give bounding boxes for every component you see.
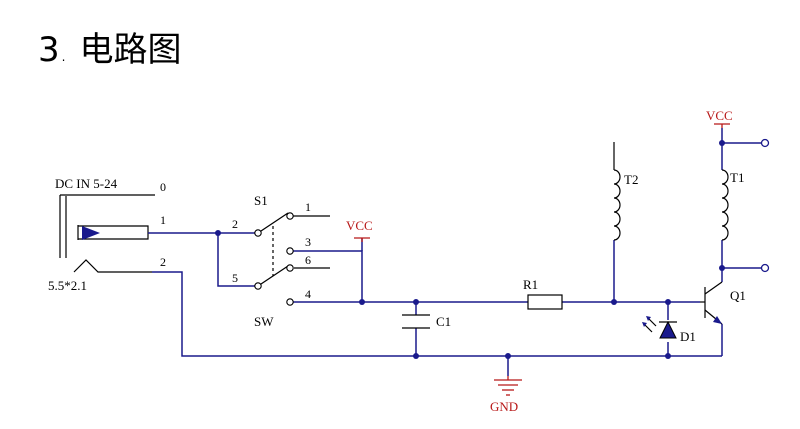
- coil-t2-label: T2: [624, 172, 638, 187]
- capacitor-c1: [402, 314, 430, 329]
- ground-label: GND: [490, 399, 518, 414]
- junction: [413, 353, 419, 359]
- dc-jack-sleeve-lead: [73, 259, 152, 273]
- switch-pin-6: 6: [305, 253, 311, 267]
- led-label: D1: [680, 329, 696, 344]
- switch-s1: [254, 212, 330, 306]
- switch-blade-upper: [257, 212, 289, 234]
- resistor-r1: [527, 294, 563, 310]
- vcc-label-2: VCC: [706, 108, 733, 123]
- junction: [359, 299, 365, 305]
- ground-symbol: [494, 376, 522, 396]
- switch-type: SW: [254, 314, 274, 329]
- section-number: 3: [38, 30, 60, 70]
- output-terminal-bottom: [760, 263, 770, 273]
- section-dot: .: [61, 50, 66, 64]
- coil-t1-label: T1: [730, 170, 744, 185]
- dc-jack-pin-1: 1: [160, 213, 166, 227]
- coil-t1: [721, 169, 729, 241]
- switch-pin-2: 2: [232, 217, 238, 231]
- capacitor-label: C1: [436, 314, 451, 329]
- vcc-symbol-2: [714, 123, 730, 128]
- section-title: 电路图: [79, 30, 182, 70]
- junction: [413, 299, 419, 305]
- junction: [719, 140, 725, 146]
- transistor-q1: [700, 281, 723, 325]
- junction: [719, 265, 725, 271]
- dc-jack-label: DC IN 5-24: [55, 176, 118, 191]
- junction: [665, 299, 671, 305]
- junctions: [215, 140, 725, 359]
- coil-t2: [613, 142, 621, 241]
- led-d1: [642, 316, 677, 339]
- switch-pin-4: 4: [305, 287, 311, 301]
- dc-jack-size: 5.5*2.1: [48, 278, 87, 293]
- wire-switch-3: [290, 250, 363, 302]
- switch-pin-5: 5: [232, 271, 238, 285]
- dc-jack: [59, 194, 155, 273]
- vcc-symbol-1: [354, 237, 370, 242]
- dc-jack-pin-2: 2: [160, 255, 166, 269]
- dc-jack-pin-0: 0: [160, 180, 166, 194]
- wire-switch-common: [217, 233, 258, 287]
- wires: [148, 128, 762, 376]
- dc-jack-pin-arrow: [82, 226, 100, 240]
- junction: [505, 353, 511, 359]
- junction: [215, 230, 221, 236]
- output-terminal-top: [760, 138, 770, 148]
- vcc-label-1: VCC: [346, 218, 373, 233]
- section-heading: 3. 电路图: [38, 22, 181, 71]
- wire-ground-bus: [152, 271, 722, 357]
- junction: [665, 353, 671, 359]
- junction: [611, 299, 617, 305]
- switch-pin-3: 3: [305, 235, 311, 249]
- switch-pin-1: 1: [305, 200, 311, 214]
- switch-name: S1: [254, 193, 268, 208]
- transistor-label: Q1: [730, 288, 746, 303]
- resistor-label: R1: [523, 277, 538, 292]
